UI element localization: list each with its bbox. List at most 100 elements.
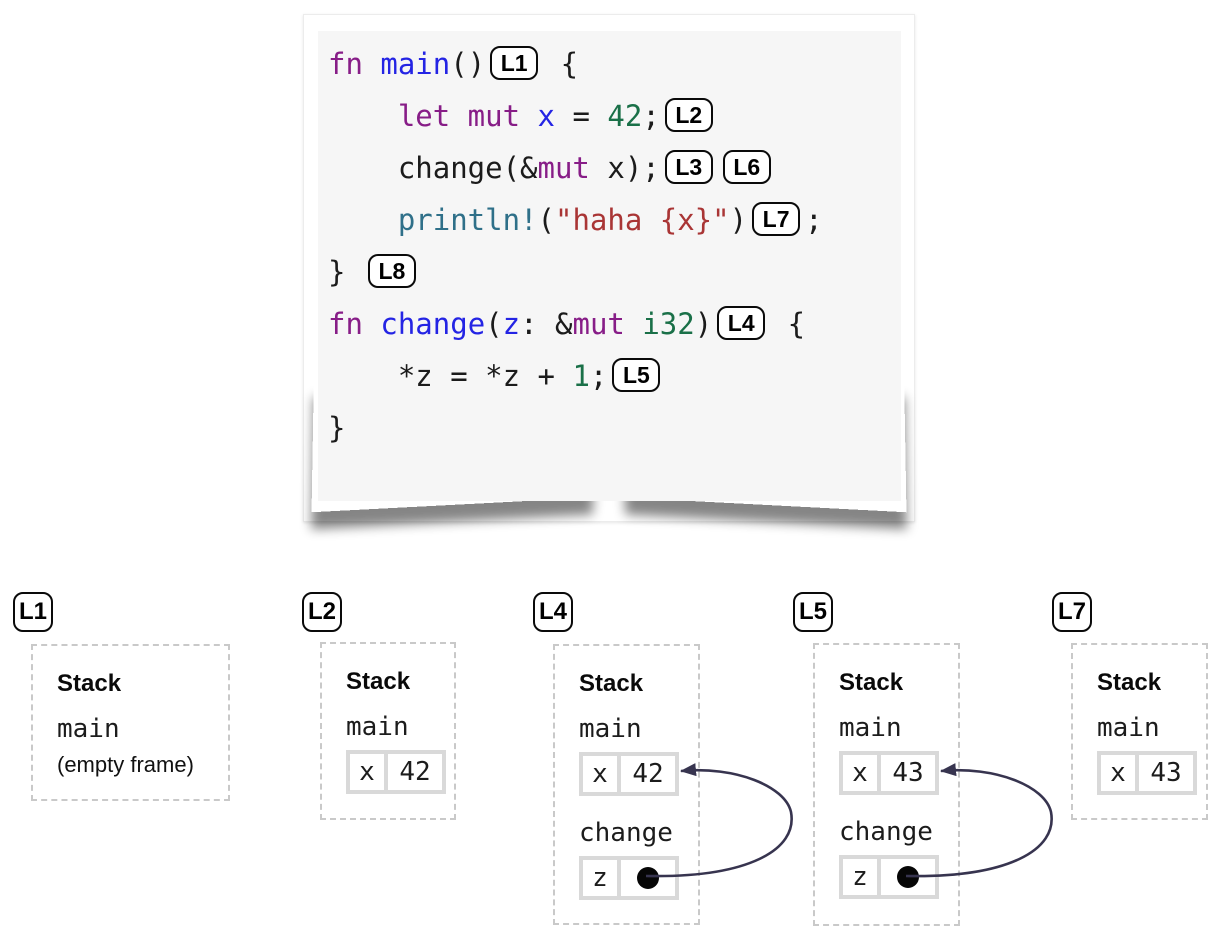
code-token: } — [328, 255, 363, 289]
pointer-dot — [637, 867, 659, 889]
code-token: { — [770, 307, 806, 341]
stack-box-L1: Stack main (empty frame) — [31, 644, 230, 801]
code-token: x); — [589, 151, 660, 185]
frame-name: main — [57, 714, 120, 744]
code-token: ; — [642, 99, 660, 133]
code-token: 1 — [572, 359, 590, 393]
stack-heading: Stack — [57, 670, 122, 697]
code-token — [328, 99, 398, 133]
code-token: main — [380, 47, 451, 81]
location-badge-L5: L5 — [612, 358, 661, 392]
var-name-cell: x — [843, 755, 877, 791]
code-token: = — [555, 99, 608, 133]
location-badge-L1: L1 — [13, 592, 53, 632]
stack-heading: Stack — [1097, 669, 1162, 696]
location-badge-L2: L2 — [664, 98, 713, 132]
code-token: z — [502, 307, 521, 341]
pointer-dot — [897, 866, 919, 888]
var-name-cell: z — [843, 859, 877, 895]
frame-name: main — [579, 714, 642, 744]
code-token: mut — [572, 307, 625, 341]
location-badge-L1: L1 — [490, 46, 539, 80]
code-token — [625, 307, 642, 341]
code-token: : & — [520, 307, 573, 341]
code-token: *z = *z + — [328, 359, 573, 393]
location-badge-L2: L2 — [302, 592, 342, 632]
stack-frame-main: main (empty frame) — [57, 714, 220, 778]
code-token: let mut — [397, 99, 521, 133]
code-token: } — [328, 411, 346, 445]
variable-table: z — [839, 855, 939, 899]
frame-name: main — [346, 712, 409, 742]
code-token: fn — [328, 47, 381, 81]
variable-table: z — [579, 856, 679, 900]
code-panel: fn main()L1 { let mut x = 42;L2 change(&… — [318, 31, 901, 501]
var-value-cell: 42 — [621, 756, 675, 792]
code-line-1: fn main()L1 { — [328, 38, 901, 90]
code-token: x — [537, 99, 555, 133]
code-panel-lines: fn main()L1 { let mut x = 42;L2 change(&… — [318, 31, 901, 454]
code-token: "haha {x}" — [555, 203, 730, 237]
var-value-cell: 43 — [881, 755, 935, 791]
frame-name: change — [579, 818, 673, 848]
stack-frame-change: change z — [839, 817, 950, 899]
stack-heading: Stack — [579, 670, 644, 697]
stack-frame-change: change z — [579, 818, 690, 900]
code-line-8: *z = *z + 1;L5 — [328, 350, 901, 402]
code-token: println! — [397, 203, 538, 237]
code-line-7: fn change(z: &mut i32)L4 { — [328, 298, 901, 350]
var-name-cell: x — [1101, 755, 1135, 791]
code-token: change(& — [328, 151, 538, 185]
code-token: change — [380, 307, 486, 341]
frame-name: change — [839, 817, 933, 847]
location-badge-L8: L8 — [367, 254, 416, 288]
stack-heading: Stack — [839, 669, 904, 696]
frame-name: main — [839, 713, 902, 743]
location-badge-L7: L7 — [1052, 592, 1092, 632]
frame-note: (empty frame) — [57, 752, 194, 777]
code-token — [328, 203, 398, 237]
var-name-cell: z — [583, 860, 617, 896]
frame-name: main — [1097, 713, 1160, 743]
code-token: { — [543, 47, 579, 81]
code-card: fn main()L1 { let mut x = 42;L2 change(&… — [303, 14, 915, 522]
var-name-cell: x — [350, 754, 384, 790]
code-token: ; — [589, 359, 608, 393]
code-line-3: change(&mut x);L3 L6 — [328, 142, 901, 194]
code-line-2: let mut x = 42;L2 — [328, 90, 901, 142]
code-token: fn — [328, 307, 381, 341]
code-token: ; — [805, 203, 823, 237]
code-token — [520, 99, 537, 133]
code-token: ) — [729, 203, 748, 237]
var-name-cell: x — [583, 756, 617, 792]
var-value-cell: 42 — [388, 754, 442, 790]
var-value-cell: 43 — [1139, 755, 1193, 791]
code-token: ( — [485, 307, 503, 341]
code-token: i32 — [642, 307, 695, 341]
location-badge-L3: L3 — [664, 150, 713, 184]
location-badge-L4: L4 — [717, 306, 766, 340]
location-badge-L7: L7 — [752, 202, 801, 236]
code-line-5: } L8 — [328, 246, 901, 298]
code-token: () — [450, 47, 486, 81]
code-line-9: } — [328, 402, 901, 454]
var-value-cell — [881, 859, 935, 895]
code-token: mut — [537, 151, 590, 185]
stack-heading: Stack — [346, 668, 411, 695]
location-badge-L6: L6 — [722, 150, 771, 184]
code-token: ( — [537, 203, 555, 237]
code-token: 42 — [607, 99, 643, 133]
